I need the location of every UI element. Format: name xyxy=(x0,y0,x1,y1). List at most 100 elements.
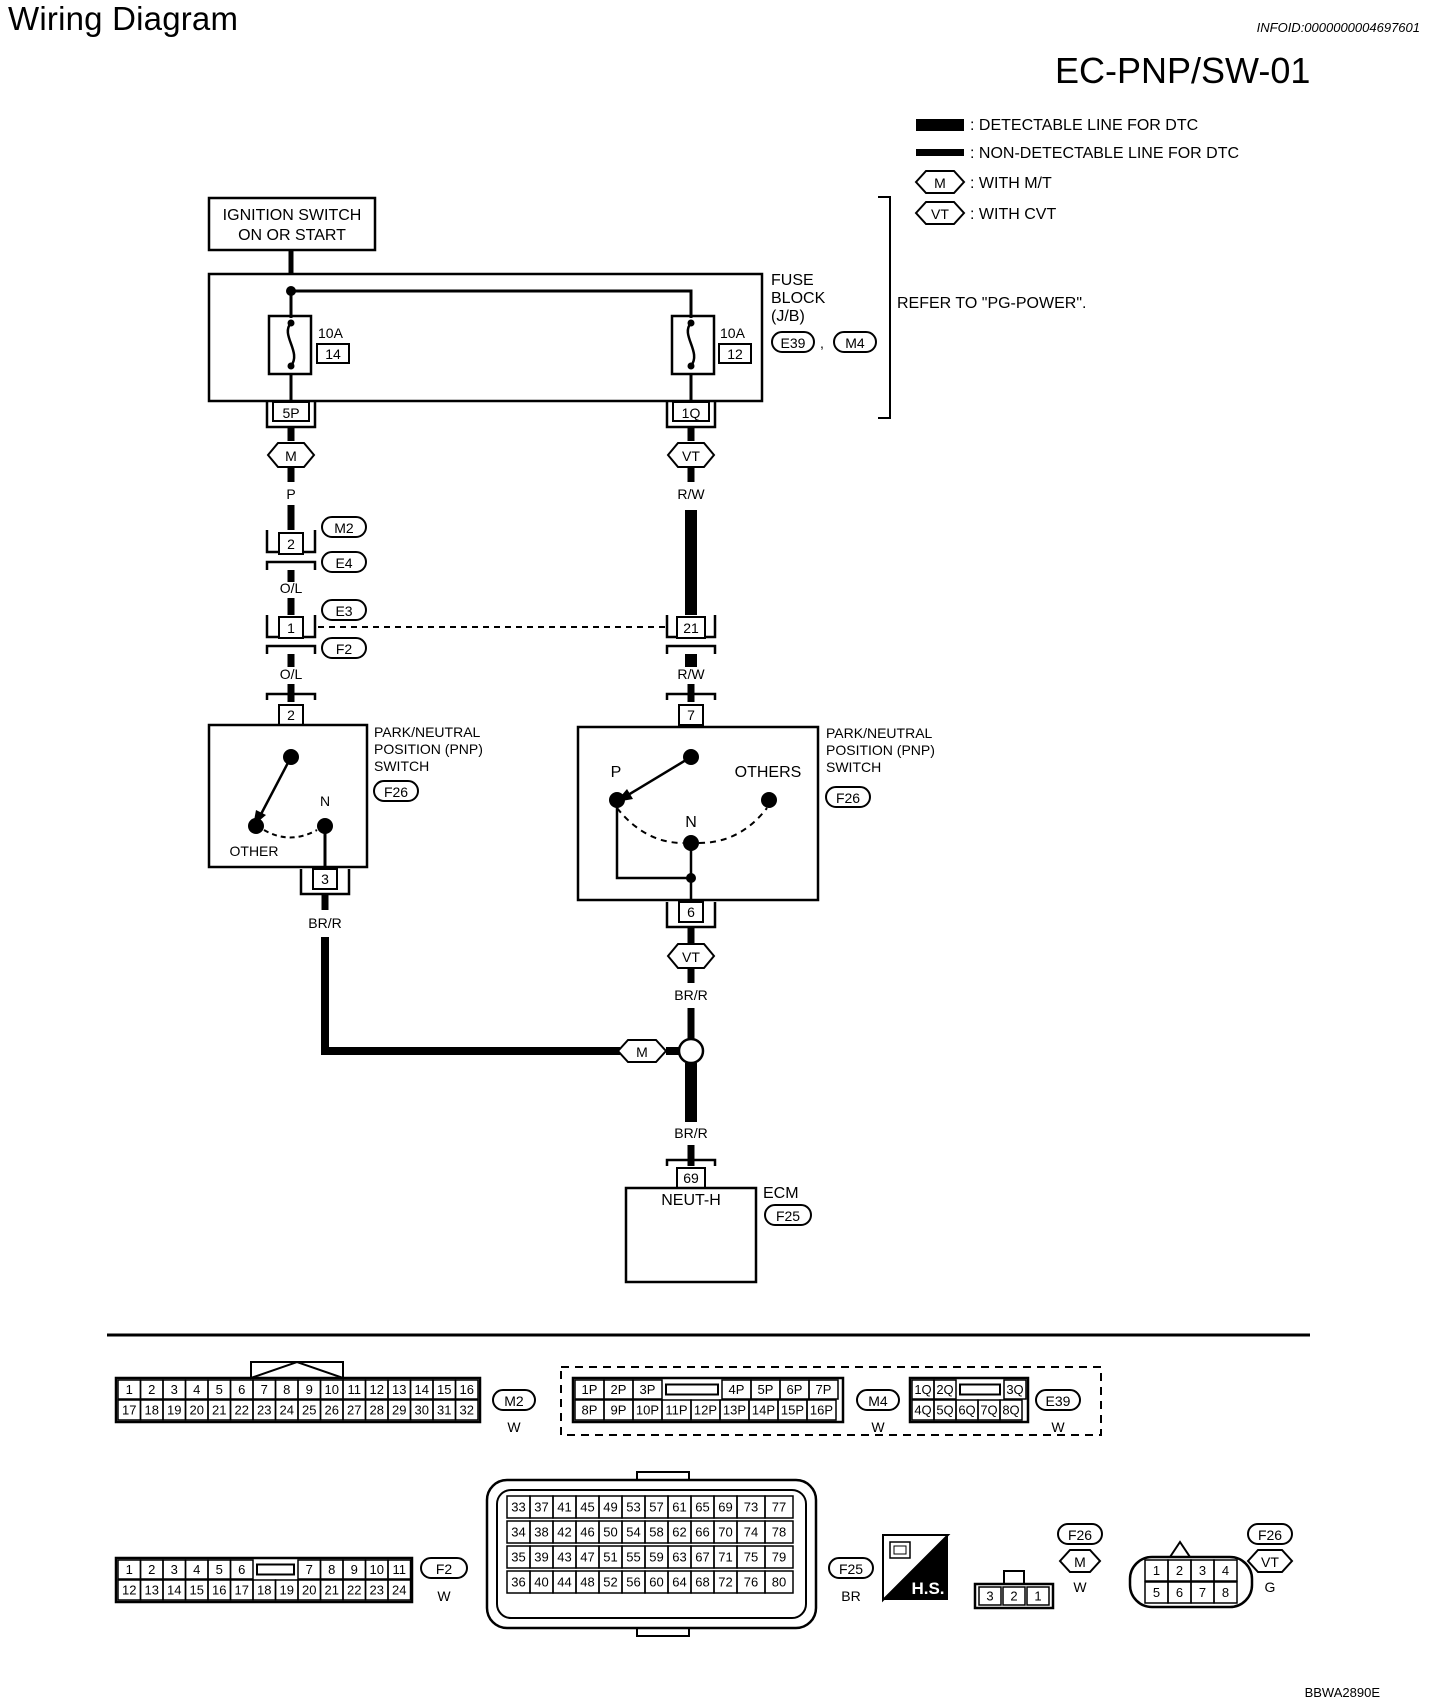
pin-label: 66 xyxy=(695,1525,709,1540)
pin-label: 19 xyxy=(280,1583,294,1598)
pin-label: 31 xyxy=(437,1403,451,1418)
conn-f2-pin-21: 21 xyxy=(683,620,699,636)
pin-label: 4Q xyxy=(914,1403,931,1418)
connector-tag xyxy=(1247,1523,1293,1545)
f26m-variant: M xyxy=(1074,1554,1086,1570)
pin-label: 58 xyxy=(649,1525,663,1540)
pin-label: 14 xyxy=(415,1382,429,1397)
connector-tag xyxy=(771,331,815,353)
pin-label: 1 xyxy=(1034,1589,1041,1604)
pin-label: 60 xyxy=(649,1575,663,1590)
pnp-m-label-2: POSITION (PNP) xyxy=(374,741,483,757)
hs-label: H.S. xyxy=(911,1579,944,1598)
pin-label: 2P xyxy=(611,1382,627,1397)
conn-e4-id: E4 xyxy=(335,555,352,571)
pin-label: 13 xyxy=(392,1382,406,1397)
pin-label: 72 xyxy=(718,1575,732,1590)
pin-label: 2 xyxy=(1010,1589,1017,1604)
pin-label: 80 xyxy=(772,1575,786,1590)
pnp-m-label-3: SWITCH xyxy=(374,758,429,774)
cvt-diamond-icon xyxy=(1246,1549,1294,1573)
pin-label: 4P xyxy=(729,1382,745,1397)
pin-label: 8 xyxy=(283,1382,290,1397)
connector-tag xyxy=(828,1557,874,1579)
pin-label: 5Q xyxy=(936,1403,953,1418)
pin-label: 4 xyxy=(193,1562,200,1577)
m2-color: W xyxy=(507,1419,521,1435)
pin-label: 13P xyxy=(723,1403,746,1418)
pin-label: 6 xyxy=(238,1382,245,1397)
pin-label: 20 xyxy=(190,1403,204,1418)
pin-label: 8 xyxy=(1222,1585,1229,1600)
fuse-block-connectors-frame xyxy=(560,1366,1102,1436)
pin-label: 7 xyxy=(1199,1585,1206,1600)
conn-e3-id: E3 xyxy=(335,603,352,619)
f26m-color: W xyxy=(1073,1579,1087,1595)
pin-cell xyxy=(808,1379,839,1400)
ecm-conn: F25 xyxy=(776,1208,800,1224)
mt-diamond-icon xyxy=(914,170,966,194)
pin-label: 5P xyxy=(758,1382,774,1397)
pin-label: 28 xyxy=(370,1403,384,1418)
pin-label: 7 xyxy=(261,1382,268,1397)
pin-label: 8 xyxy=(328,1562,335,1577)
f26m-id: F26 xyxy=(1068,1527,1092,1543)
pin-label: 7P xyxy=(816,1382,832,1397)
pnp-vt-label-3: SWITCH xyxy=(826,759,881,775)
pin-label: 47 xyxy=(580,1550,594,1565)
connector-tag xyxy=(321,599,367,621)
pin-label: 1 xyxy=(126,1382,133,1397)
pin-label: 49 xyxy=(603,1500,617,1515)
pin-cell xyxy=(1026,1586,1050,1606)
pin-label: 5 xyxy=(216,1562,223,1577)
connector-tag xyxy=(420,1557,468,1579)
pin-label: 17 xyxy=(122,1403,136,1418)
pin-cell xyxy=(933,1379,957,1400)
info-id: INFOID:0000000004697601 xyxy=(1256,20,1420,35)
pin-label: 62 xyxy=(672,1525,686,1540)
pin-label: 5 xyxy=(1153,1585,1160,1600)
pin-label: 21 xyxy=(212,1403,226,1418)
connector-tag xyxy=(321,637,367,659)
f2-id: F2 xyxy=(436,1561,453,1577)
wire-ol-1: O/L xyxy=(280,580,303,596)
conn-e3-pin: 1 xyxy=(287,620,295,636)
fuse-block-sep: , xyxy=(820,335,824,351)
pin-label: 55 xyxy=(626,1550,640,1565)
latch-slot xyxy=(256,1563,295,1576)
pin-label: 3 xyxy=(171,1562,178,1577)
pin-label: 9P xyxy=(611,1403,627,1418)
pin-label: 57 xyxy=(649,1500,663,1515)
pin-label: 20 xyxy=(302,1583,316,1598)
fuse-block-label-3: (J/B) xyxy=(771,308,805,325)
fuse-block-conn-2: M4 xyxy=(845,335,865,351)
f25-color: BR xyxy=(841,1588,860,1604)
pnp-m-other-label: OTHER xyxy=(230,843,279,859)
pin-label: 22 xyxy=(235,1403,249,1418)
hs-badge: H.S. xyxy=(882,1534,951,1603)
pin-cell xyxy=(764,1545,794,1569)
pin-label: 37 xyxy=(534,1500,548,1515)
pin-label: 14P xyxy=(752,1403,775,1418)
right-variant: VT xyxy=(682,448,700,464)
m4-color: W xyxy=(871,1419,885,1435)
pnp-vt-in-pin: 7 xyxy=(687,707,695,723)
pin-label: 69 xyxy=(718,1500,732,1515)
latch-slot xyxy=(959,1383,1001,1396)
pnp-vt-others-label: OTHERS xyxy=(735,764,802,781)
pin-label: 53 xyxy=(626,1500,640,1515)
m4-id: M4 xyxy=(868,1393,888,1409)
pin-label: 18 xyxy=(145,1403,159,1418)
detectable-line-swatch xyxy=(916,119,964,131)
pin-label: 1Q xyxy=(914,1382,931,1397)
pin-label: 2 xyxy=(148,1562,155,1577)
wire-ol-2: O/L xyxy=(280,666,303,682)
wire-rw-2: R/W xyxy=(677,666,705,682)
pin-label: 39 xyxy=(534,1550,548,1565)
pin-cell xyxy=(764,1520,794,1544)
fuse-block-conn-1: E39 xyxy=(781,335,806,351)
pin-label: 25 xyxy=(302,1403,316,1418)
